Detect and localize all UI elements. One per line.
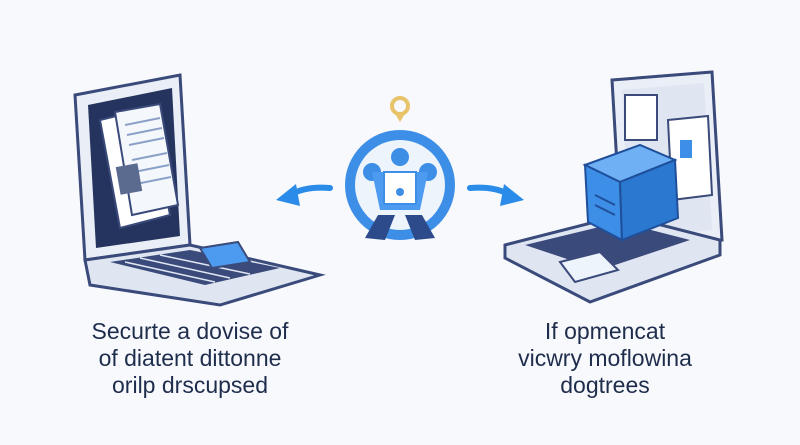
left-caption-line: orilp drscupsed bbox=[112, 372, 268, 398]
document-icon bbox=[98, 102, 180, 230]
right-caption-line: dogtrees bbox=[560, 372, 650, 398]
arrow-left-icon bbox=[276, 184, 333, 206]
left-caption: Securte a dovise of of diatent dittonne … bbox=[60, 318, 320, 399]
location-pin-icon bbox=[390, 96, 410, 122]
user-circle-icon bbox=[345, 130, 455, 240]
right-caption-line: vicwry moflowina bbox=[518, 345, 692, 371]
right-caption: If opmencat vicwry moflowina dogtrees bbox=[505, 318, 705, 399]
right-caption-line: If opmencat bbox=[544, 318, 666, 344]
left-caption-line: of diatent dittonne bbox=[98, 345, 282, 371]
arrow-right-icon bbox=[467, 184, 524, 206]
left-laptop-icon bbox=[73, 73, 326, 307]
box-icon bbox=[582, 143, 680, 242]
left-caption-line: Securte a dovise of bbox=[91, 318, 289, 344]
